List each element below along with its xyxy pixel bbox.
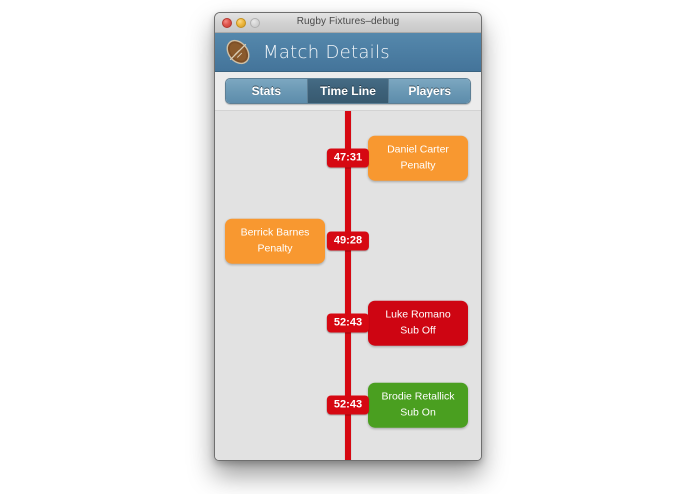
page-title: Match Details: [263, 41, 390, 63]
app-window: Rugby Fixtures–debug Match Details Stats…: [214, 12, 482, 461]
rugby-ball-icon: [226, 39, 250, 65]
timeline-row: 47:31 Daniel Carter Penalty: [215, 135, 481, 181]
tab-players[interactable]: Players: [389, 79, 470, 103]
timeline-axis: [345, 111, 351, 460]
event-action: Sub Off: [400, 325, 436, 337]
event-card[interactable]: Luke Romano Sub Off: [368, 300, 468, 346]
event-action: Sub On: [400, 407, 436, 419]
close-window-button[interactable]: [222, 18, 232, 28]
minimize-window-button[interactable]: [236, 18, 246, 28]
event-card[interactable]: Berrick Barnes Penalty: [225, 218, 325, 264]
timeline-row: 52:43 Luke Romano Sub Off: [215, 300, 481, 346]
zoom-window-button[interactable]: [250, 18, 260, 28]
window-title-bar: Rugby Fixtures–debug: [215, 13, 481, 33]
event-player-name: Berrick Barnes: [240, 226, 310, 239]
timeline-row: 49:28 Berrick Barnes Penalty: [215, 218, 481, 264]
event-action: Penalty: [400, 160, 436, 172]
event-action: Penalty: [257, 243, 293, 255]
tab-time-line[interactable]: Time Line: [307, 79, 390, 103]
event-card[interactable]: Daniel Carter Penalty: [368, 135, 468, 181]
window-title: Rugby Fixtures–debug: [296, 16, 400, 27]
timeline-pane: 47:31 Daniel Carter Penalty 49:28 Berric…: [215, 110, 481, 460]
window-controls: [222, 18, 260, 28]
app-header: Match Details: [215, 33, 481, 72]
event-player-name: Daniel Carter: [387, 143, 449, 156]
event-time-badge: 49:28: [326, 231, 370, 251]
event-player-name: Luke Romano: [385, 308, 451, 321]
event-time-badge: 52:43: [326, 395, 370, 415]
tab-stats[interactable]: Stats: [226, 79, 308, 103]
event-card[interactable]: Brodie Retallick Sub On: [368, 382, 468, 428]
event-time-badge: 52:43: [326, 313, 370, 333]
segmented-control[interactable]: Stats Time Line Players: [225, 78, 471, 104]
event-time-badge: 47:31: [326, 148, 370, 168]
event-player-name: Brodie Retallick: [381, 390, 455, 403]
timeline-row: 52:43 Brodie Retallick Sub On: [215, 382, 481, 428]
tab-strip: Stats Time Line Players: [215, 72, 481, 110]
